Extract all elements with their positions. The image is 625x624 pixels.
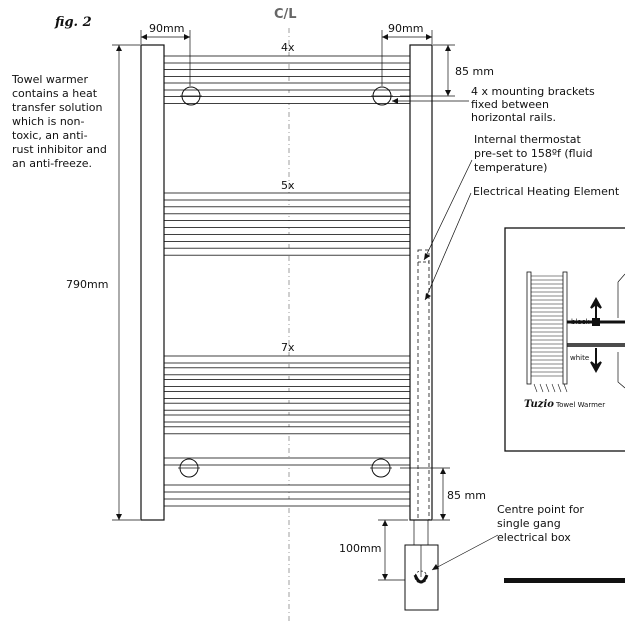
electrical-box bbox=[404, 544, 439, 611]
horizontal-rail bbox=[163, 355, 411, 364]
divider-bar bbox=[504, 578, 625, 583]
dimension-bottom-bracket: 85 mm bbox=[400, 467, 486, 521]
dimension-height: 790mm bbox=[66, 44, 140, 521]
horizontal-rail bbox=[163, 192, 411, 201]
horizontal-rail bbox=[163, 220, 411, 229]
dimension-left-offset: 90mm bbox=[140, 22, 191, 86]
mounting-bracket-top-right bbox=[371, 86, 393, 106]
inset-label-white: white bbox=[570, 354, 589, 362]
inset-label-black: black bbox=[571, 318, 591, 326]
black-arrow-icon bbox=[590, 296, 602, 320]
inset-hatch bbox=[557, 383, 562, 393]
horizontal-rail bbox=[163, 55, 411, 64]
horizontal-rail bbox=[163, 390, 411, 399]
rail-count-top: 4x bbox=[281, 41, 295, 54]
rail-count-middle: 5x bbox=[281, 179, 295, 192]
svg-text:90mm: 90mm bbox=[388, 22, 423, 35]
horizontal-rail bbox=[163, 367, 411, 376]
horizontal-rail bbox=[163, 414, 411, 423]
svg-text:100mm: 100mm bbox=[339, 542, 381, 555]
horizontal-rail bbox=[163, 247, 411, 256]
mounting-bracket-bottom-left bbox=[178, 458, 200, 478]
figure-label: fig. 2 bbox=[54, 15, 92, 30]
inset-hatch bbox=[539, 383, 544, 393]
brand-logo: Tuzio bbox=[524, 399, 554, 410]
note-fluid: Towel warmer contains a heat transfer so… bbox=[11, 73, 110, 170]
brand-caption: Towel Warmer bbox=[555, 401, 605, 409]
note-centre-point: Centre point for single gang electrical … bbox=[497, 503, 587, 544]
horizontal-rail bbox=[163, 69, 411, 77]
dimension-box-drop: 100mm bbox=[339, 519, 408, 581]
note-heating-element: Electrical Heating Element bbox=[473, 185, 620, 198]
left-post bbox=[140, 44, 165, 521]
note-brackets: 4 x mounting brackets fixed between hori… bbox=[471, 85, 598, 124]
heating-element bbox=[417, 249, 430, 521]
centre-line-label: C/L bbox=[274, 7, 297, 22]
svg-text:85 mm: 85 mm bbox=[455, 65, 494, 78]
rail-count-bottom: 7x bbox=[281, 341, 295, 354]
inset-hatch bbox=[563, 383, 568, 393]
horizontal-rail bbox=[163, 82, 411, 91]
leader-lines bbox=[392, 98, 499, 571]
horizontal-rail bbox=[163, 233, 411, 242]
dimension-right-offset: 90mm bbox=[381, 22, 433, 86]
rail-set bbox=[163, 55, 411, 507]
svg-text:85 mm: 85 mm bbox=[447, 489, 486, 502]
inset-hatch bbox=[551, 383, 556, 393]
horizontal-rail bbox=[163, 206, 411, 215]
inset-rails bbox=[531, 275, 568, 393]
horizontal-rail bbox=[163, 484, 411, 493]
wiring-inset: black white Tuzio Towel Warmer bbox=[504, 227, 625, 452]
horizontal-rail bbox=[163, 498, 411, 507]
inset-hatch bbox=[545, 383, 550, 393]
inset-right-post bbox=[562, 271, 568, 385]
inset-hatch bbox=[533, 383, 538, 393]
inset-left-post bbox=[526, 271, 532, 385]
horizontal-rail bbox=[163, 426, 411, 435]
element-cable bbox=[413, 520, 429, 545]
mounting-bracket-top-left bbox=[180, 86, 202, 106]
note-thermostat: Internal thermostat pre-set to 158ºf (fl… bbox=[474, 133, 596, 174]
mounting-bracket-bottom-right bbox=[370, 458, 392, 478]
svg-text:90mm: 90mm bbox=[149, 22, 184, 35]
dimension-top-bracket: 85 mm bbox=[400, 44, 494, 97]
horizontal-rail bbox=[163, 402, 411, 411]
white-arrow-icon bbox=[590, 348, 602, 374]
horizontal-rail bbox=[163, 379, 411, 388]
svg-text:790mm: 790mm bbox=[66, 278, 108, 291]
